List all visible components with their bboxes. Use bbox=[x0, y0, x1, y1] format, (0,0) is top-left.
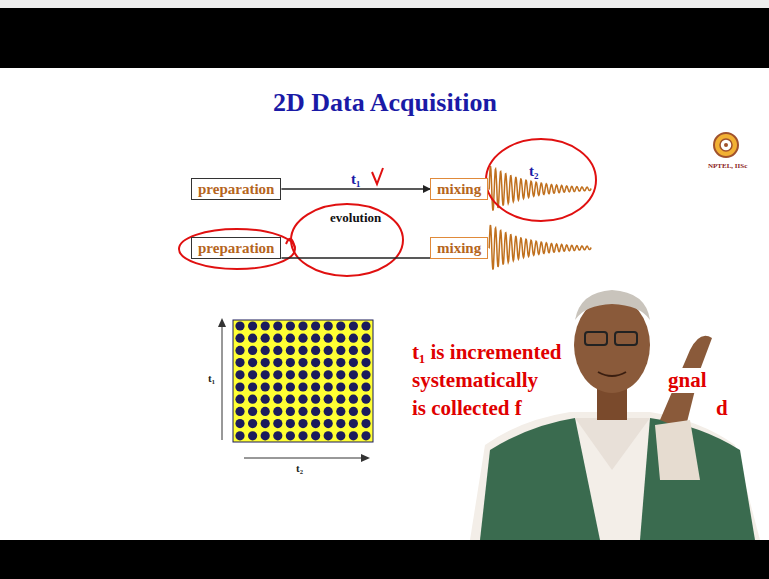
node-label: mixing bbox=[437, 181, 481, 197]
arrowhead bbox=[218, 318, 226, 327]
note-text: is collected f bbox=[412, 396, 522, 421]
arrowhead bbox=[361, 454, 370, 462]
t2-axis bbox=[244, 458, 364, 459]
mixing-box: mixing bbox=[430, 178, 488, 200]
connector bbox=[281, 257, 430, 258]
preparation-box: preparation bbox=[191, 237, 281, 259]
time-label: t₁ bbox=[349, 171, 363, 188]
t1-axis bbox=[222, 324, 223, 440]
note-text: gnal bbox=[668, 368, 707, 393]
logo bbox=[714, 133, 738, 157]
data-points bbox=[235, 321, 370, 440]
node-label: mixing bbox=[437, 240, 481, 256]
node-label: preparation bbox=[198, 181, 274, 197]
fid-signal bbox=[489, 225, 591, 270]
period-label: evolution bbox=[330, 210, 381, 226]
note-text: d bbox=[716, 396, 728, 421]
time-label: t₂ bbox=[529, 163, 539, 180]
axis-label: t₂ bbox=[296, 462, 303, 474]
preparation-box: preparation bbox=[191, 178, 281, 200]
note-text: t₁ is incremented bbox=[412, 340, 561, 365]
node-label: preparation bbox=[198, 240, 274, 256]
bottom-bar bbox=[0, 540, 769, 579]
axis-label: t₁ bbox=[208, 372, 215, 384]
mixing-box: mixing bbox=[430, 237, 488, 259]
logo-text: NPTEL, IISc bbox=[708, 162, 747, 170]
top-strip bbox=[0, 0, 769, 8]
annotation bbox=[179, 139, 596, 276]
note-text: systematically bbox=[412, 368, 538, 393]
top-bar bbox=[0, 8, 769, 68]
fid-signal bbox=[489, 166, 591, 211]
data-grid bbox=[233, 320, 373, 442]
slide-title: 2D Data Acquisition bbox=[273, 88, 497, 118]
connector bbox=[281, 188, 430, 189]
